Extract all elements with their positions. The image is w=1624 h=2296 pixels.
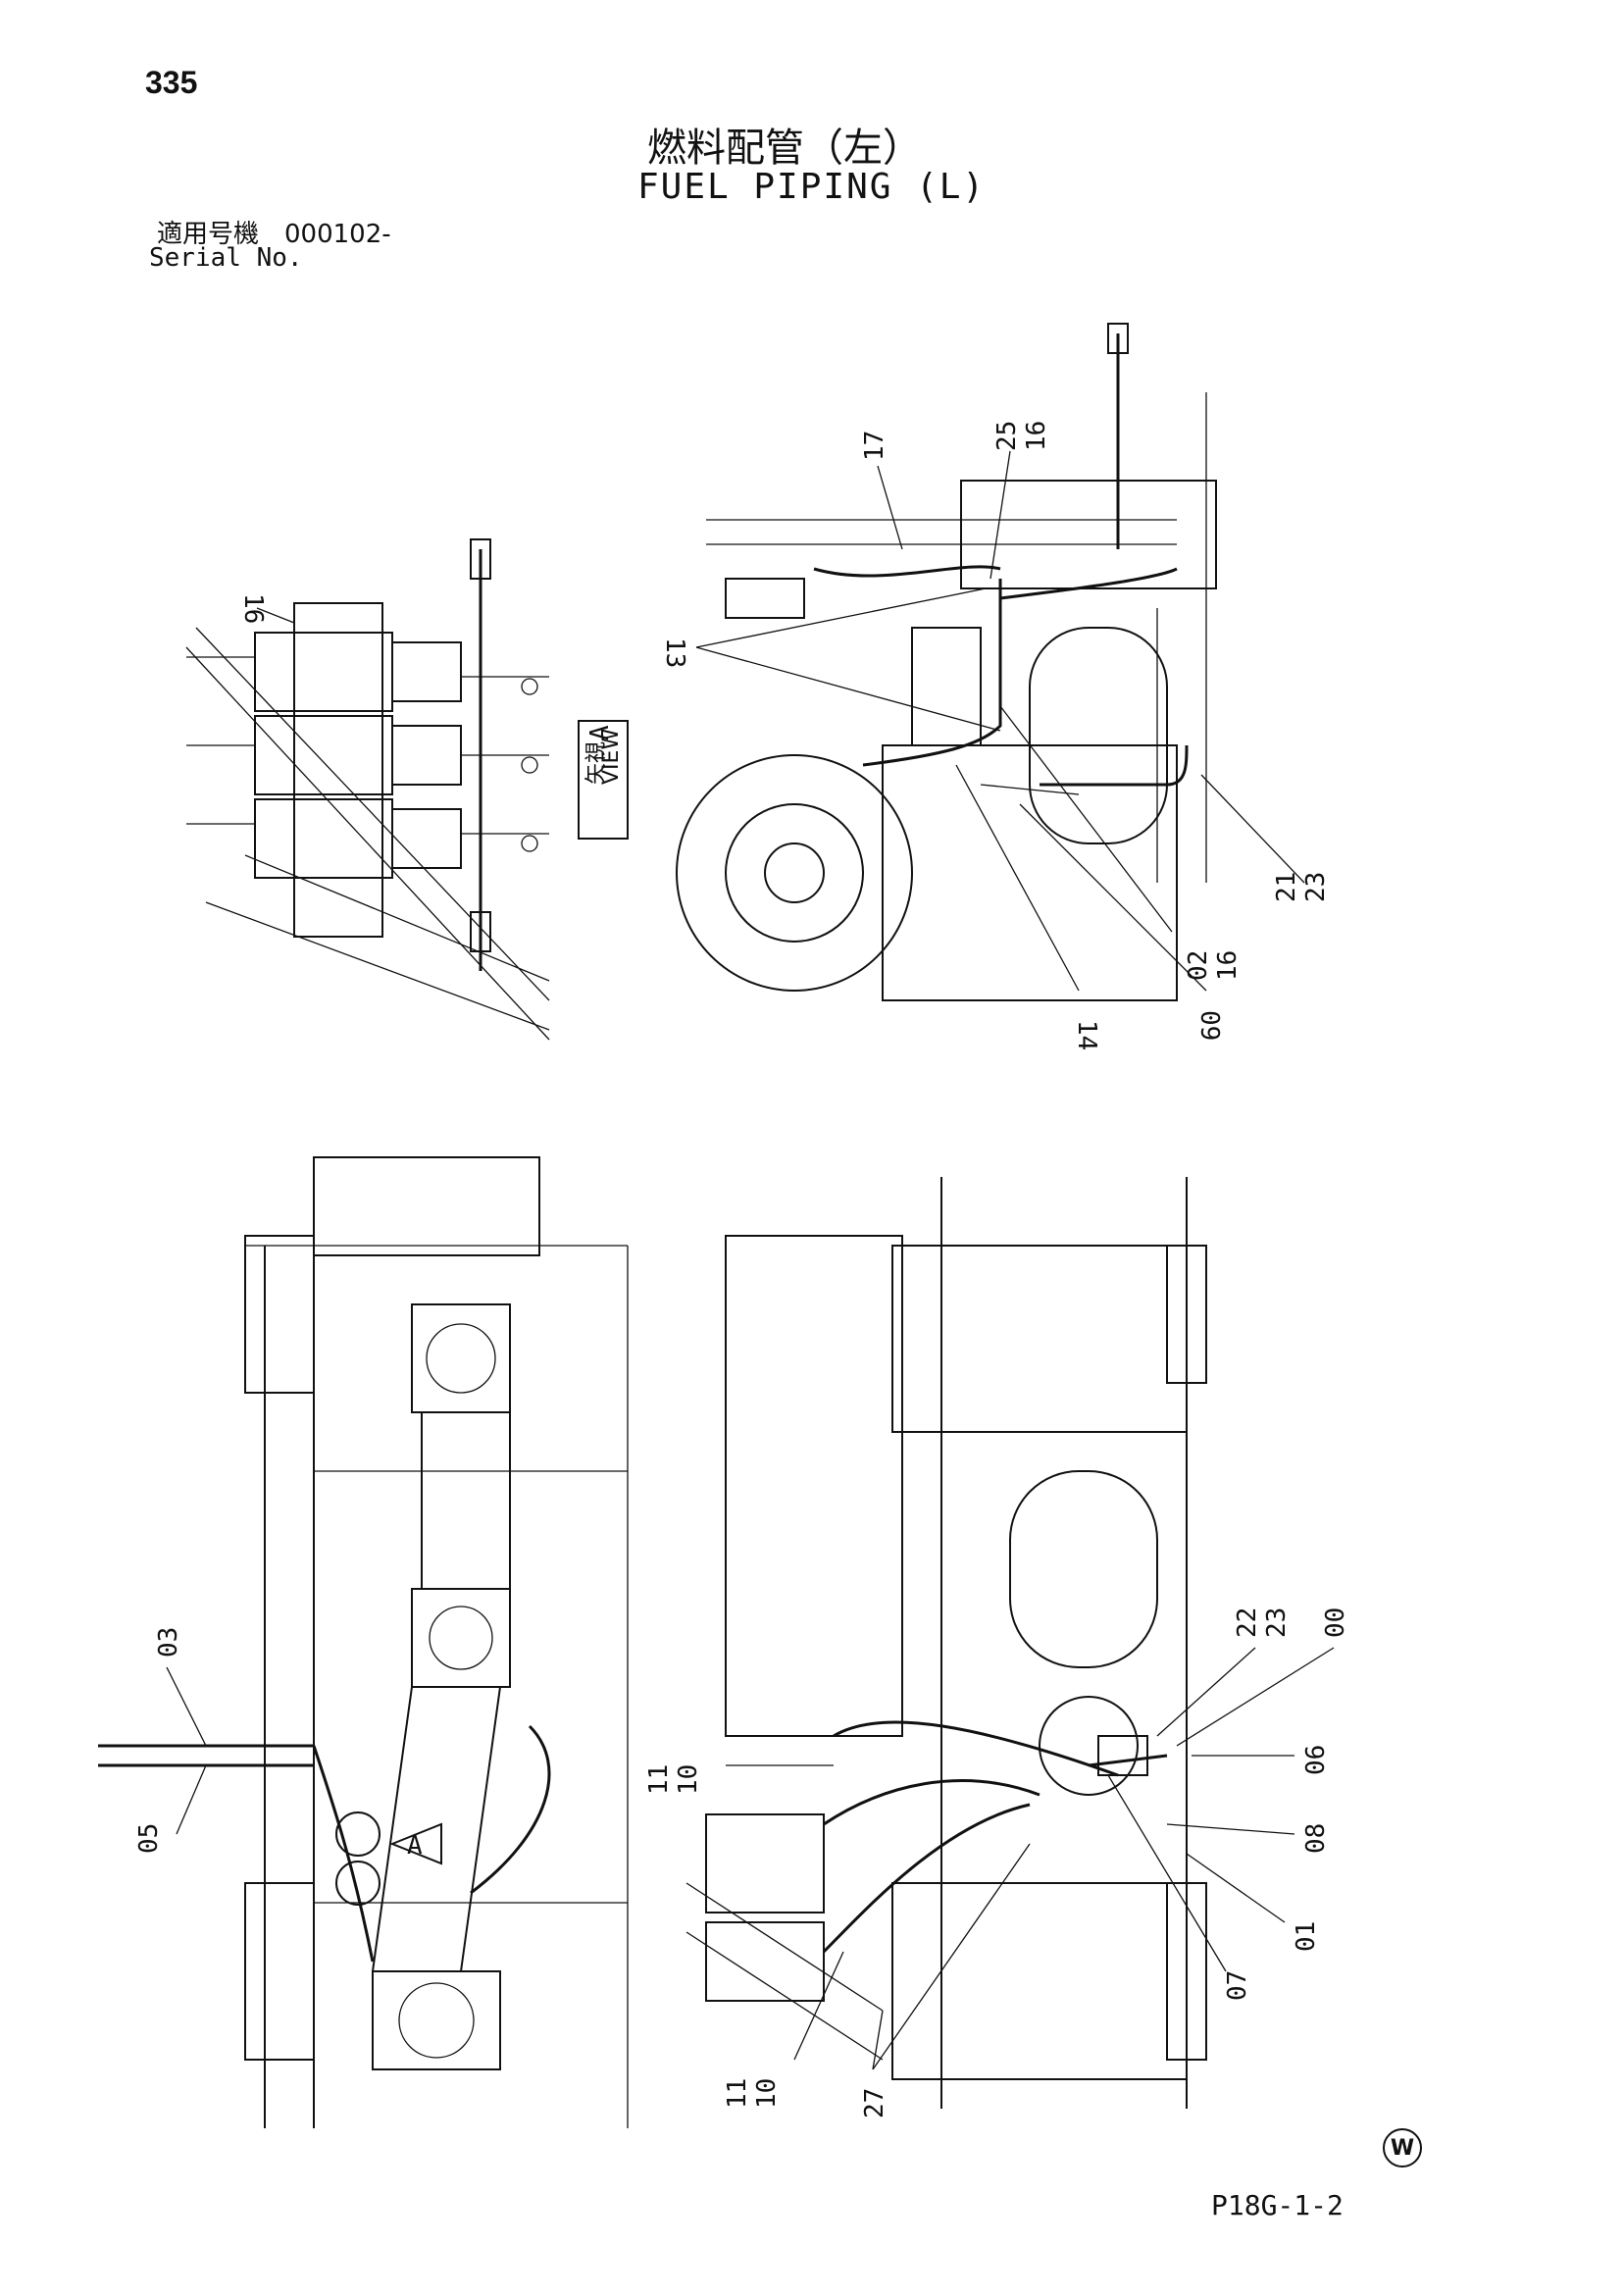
callout-label: 27 [860, 2088, 889, 2118]
callout-label: 07 [1223, 1970, 1252, 2001]
callout-label: 16 [238, 593, 268, 624]
callout-label: 00 [1321, 1607, 1350, 1638]
callout-label: 09 [1194, 1010, 1224, 1041]
callout-label: 17 [860, 431, 889, 461]
callout-label: 05 [134, 1823, 164, 1854]
serial-number-label: Serial No. [149, 243, 303, 273]
callout-label: 23 [1301, 872, 1331, 902]
serial-applicability-japanese: 適用号機 000102- [157, 220, 391, 249]
callout-label: 11 [723, 2078, 752, 2109]
callout-label: 23 [1262, 1607, 1292, 1638]
callout-label: 13 [660, 638, 689, 668]
page-number: 335 [145, 65, 198, 100]
frame-top-view-callouts: 03 05 [134, 1627, 207, 1854]
callout-label: 16 [1022, 421, 1051, 451]
callout-label: 22 [1233, 1607, 1262, 1638]
callout-label: 01 [1292, 1921, 1321, 1952]
view-label-letter: A [585, 725, 615, 740]
view-marker-letter: A [407, 1831, 423, 1861]
engine-top-view [685, 1177, 1207, 2109]
engine-top-view-callouts: 22 23 00 06 08 01 07 11 10 11 10 27 [644, 1607, 1350, 2118]
callout-label: 08 [1301, 1823, 1331, 1854]
page-title-english: FUEL PIPING (L) [637, 167, 987, 207]
callout-label: 03 [154, 1627, 183, 1658]
callout-label: 06 [1301, 1745, 1331, 1775]
view-label-english: VIEW [599, 729, 624, 785]
callout-label: 10 [752, 2078, 782, 2109]
frame-top-view: A [98, 1156, 629, 2128]
callout-label: 02 [1184, 950, 1213, 981]
engine-side-view-callouts: 17 25 16 13 21 23 02 16 09 14 [660, 421, 1331, 1051]
callout-label: 21 [1272, 872, 1301, 902]
callout-label: 10 [674, 1764, 703, 1795]
watermark-logo: W [1383, 2128, 1422, 2168]
view-a-filter-assembly: 矢視 VIEW A 16 [185, 538, 629, 1041]
callout-label: 14 [1072, 1020, 1101, 1050]
callout-label: 25 [992, 421, 1022, 451]
callout-label: 11 [644, 1764, 674, 1795]
view-label-japanese: 矢視 [584, 741, 609, 785]
callout-label: 16 [1213, 950, 1243, 981]
page-title-japanese: 燃料配管（左） [647, 126, 922, 171]
engine-side-view [676, 323, 1217, 1001]
drawing-code: P18G-1-2 [1211, 2189, 1344, 2221]
